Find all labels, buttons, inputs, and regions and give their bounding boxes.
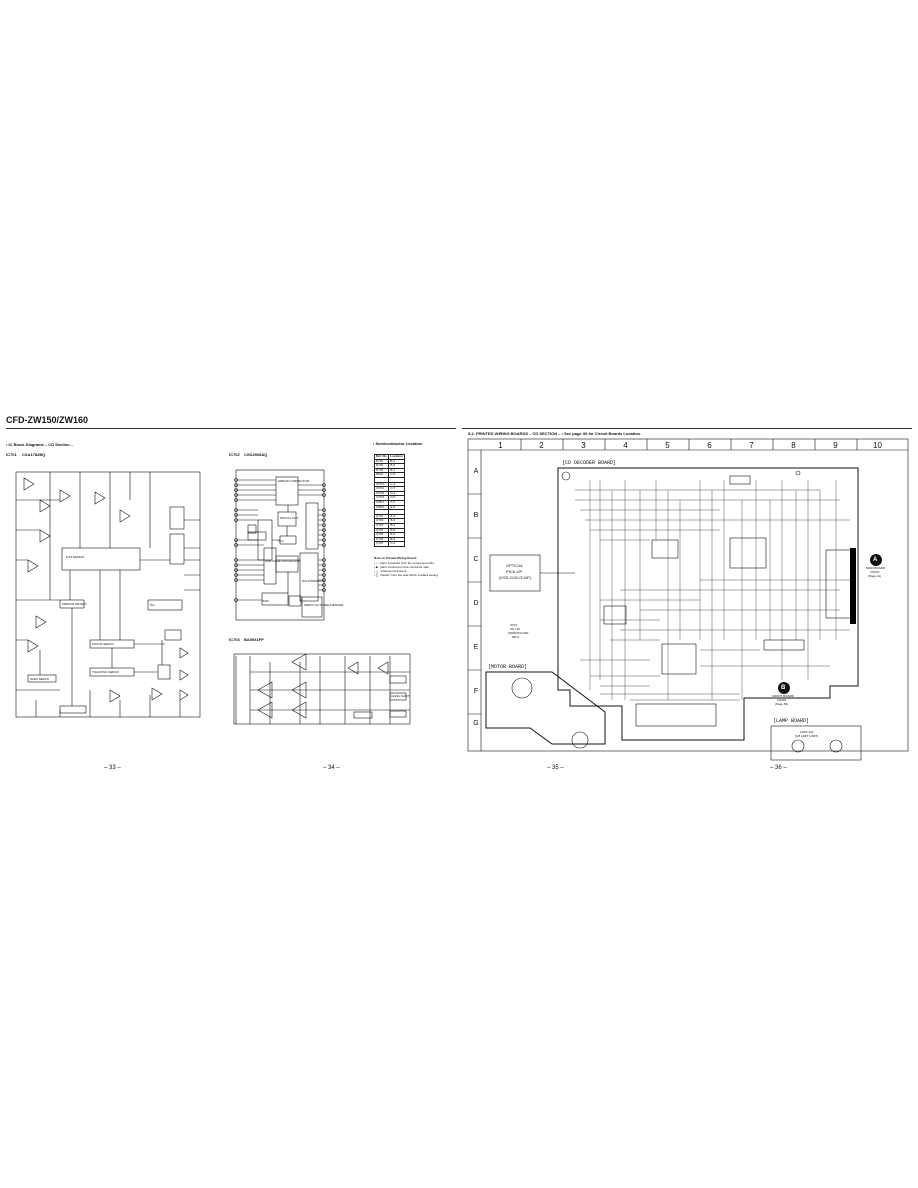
grid-row-c: C: [473, 556, 479, 563]
block-label: SLED SERVO: [30, 677, 50, 681]
grid-col-7: 7: [749, 441, 754, 450]
s702-line: CD LID: [510, 627, 520, 631]
connector-b-text: FRONT BOARD: [772, 694, 794, 698]
cd-decoder-board-label: [CD DECODER BOARD]: [562, 460, 617, 466]
grid-col-3: 3: [581, 441, 586, 450]
grid-col-4: 4: [623, 441, 628, 450]
semiconductor-ref: Q707: [373, 541, 390, 547]
grid-col-10: 10: [873, 441, 882, 450]
semiconductor-location: C-4: [388, 541, 405, 547]
connector-b-text: CN301: [777, 698, 787, 702]
connector-a-letter: A: [873, 557, 878, 563]
semiconductor-title: • Semiconductor Location: [373, 441, 423, 446]
ic701-outline: [15, 471, 201, 718]
grid-col-1: 1: [498, 441, 503, 450]
page-number-35: – 35 –: [547, 765, 564, 771]
block-label: CLV: [278, 539, 284, 543]
ic701-label: IC701: [6, 452, 17, 457]
note-line: • ○ : parts extracted from the component…: [374, 561, 435, 565]
ic702-part: CXD2508AQ: [244, 452, 268, 457]
optical-pickup-line: PICK-UP: [506, 569, 523, 574]
motor-board-label: [MOTOR BOARD]: [488, 664, 528, 670]
connector-a-text: MAIN BOARD: [866, 566, 886, 570]
note-line: • △ : internal component.: [374, 569, 408, 573]
grid-row-g: G: [473, 720, 479, 727]
block-label: 8-16 DEMOD: [66, 555, 85, 559]
block-label: ERROR CORRECTOR: [278, 479, 309, 483]
connector-b-letter: B: [781, 685, 786, 691]
lamp-board-text: LIMIT SW: [800, 730, 814, 734]
ic701-part: CXA1782BQ: [22, 452, 46, 457]
grid-row-a: A: [473, 468, 479, 475]
right-header-rule: [462, 428, 912, 429]
ic703-part: BA5941FP: [244, 637, 264, 642]
note-title: Note on Printed Wiring Board:: [374, 556, 417, 560]
ic702-label: IC702: [229, 452, 240, 457]
header-rule: [6, 428, 456, 429]
block-label: SERVO AUTO SEQUENCER: [304, 603, 344, 607]
block-label: PLL: [150, 603, 156, 607]
ic703-outline: [233, 653, 411, 725]
lamp-board-text: (1/8 LIMIT LIMIT): [795, 734, 819, 738]
ic703-label: IC703: [229, 637, 240, 642]
connector-a-text: (Page 41): [868, 574, 882, 578]
grid-col-8: 8: [791, 441, 796, 450]
note-line: • ▒ : Pattern from the side which enable…: [374, 573, 439, 577]
block-label: RAM: [262, 599, 269, 603]
s702-line: DET): [512, 635, 519, 639]
block-label: LEVEL SHIFT: [391, 694, 410, 698]
connector-b-text: (Page 50): [775, 702, 789, 706]
page-number-33: – 33 –: [104, 765, 121, 771]
grid-row-d: D: [473, 600, 479, 607]
ic701-demod-block: [61, 547, 141, 571]
optical-pickup-line: (KSS-213C/Z-NP): [499, 575, 532, 580]
grid-col-5: 5: [665, 441, 670, 450]
grid-row-b: B: [473, 512, 479, 519]
model-title: CFD-ZW150/ZW160: [6, 415, 89, 425]
note-line: • ■ : parts mounted on the conductor sid…: [374, 565, 430, 569]
block-label: MIRROR DETECT: [62, 602, 87, 606]
grid-row-f: F: [473, 688, 479, 695]
left-section-title: • IC Block Diagrams – CD Section –: [6, 442, 73, 447]
block-label: TRACKING SERVO: [92, 670, 119, 674]
grid-col-9: 9: [833, 441, 838, 450]
s702-line: S702: [510, 623, 518, 627]
block-label: D/A INTERFACE: [302, 579, 325, 583]
block-label: FOCUS SERVO: [92, 642, 114, 646]
grid-col-2: 2: [539, 441, 544, 450]
optical-pickup-line: OPTICAL: [506, 563, 524, 568]
block-label: DIGITAL OUT: [280, 516, 299, 520]
lamp-board-label: [LAMP BOARD]: [773, 718, 810, 724]
block-label: SUB CODE PROCESSOR: [265, 559, 301, 563]
grid-col-6: 6: [707, 441, 712, 450]
page-number-36: – 36 –: [770, 765, 787, 771]
right-section-title: 5-2. PRINTED WIRING BOARDS – CD SECTION …: [468, 431, 642, 436]
grid-row-e: E: [473, 644, 479, 651]
s702-line: (OPEN/CLOSE: [508, 631, 529, 635]
connector-a-text: CN501: [870, 570, 880, 574]
page-number-34: – 34 –: [323, 765, 340, 771]
